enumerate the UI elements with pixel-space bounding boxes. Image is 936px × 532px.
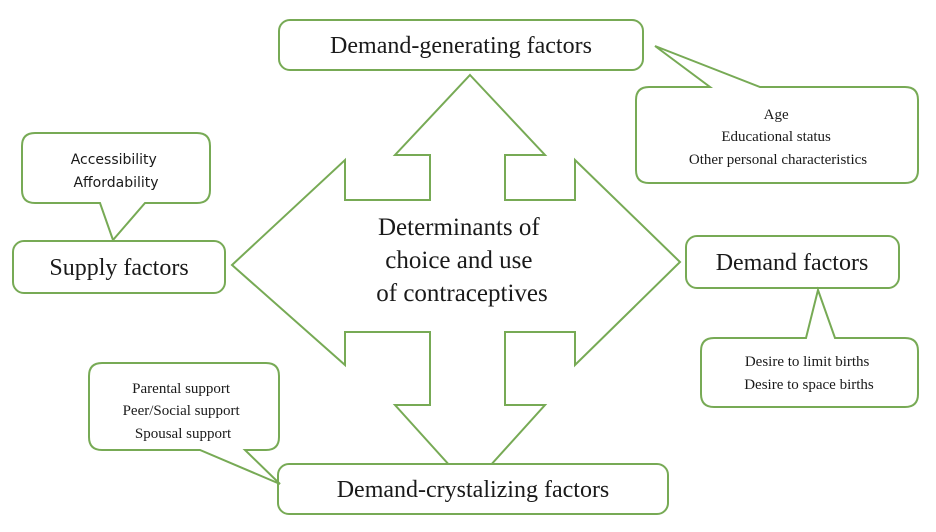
supply-callout-bubble bbox=[21, 132, 211, 242]
demand-callout: Desire to limit births Desire to space b… bbox=[700, 286, 919, 408]
detail-peer-social-support: Peer/Social support bbox=[123, 403, 241, 419]
detail-age: Age bbox=[764, 107, 789, 123]
detail-parental-support: Parental support bbox=[132, 381, 231, 397]
demand-generating-node: Demand-generating factors bbox=[278, 19, 644, 71]
supply-details: Accessibility Affordability bbox=[71, 152, 162, 191]
supply-callout: Accessibility Affordability bbox=[21, 132, 211, 242]
supply-title: Supply factors bbox=[49, 255, 188, 281]
demand-generating-title: Demand-generating factors bbox=[330, 33, 592, 59]
demand-generating-details: Age Educational status Other personal ch… bbox=[689, 107, 867, 168]
center-line-3: of contraceptives bbox=[376, 280, 547, 307]
detail-educational-status: Educational status bbox=[721, 129, 831, 145]
detail-affordability: Affordability bbox=[73, 175, 158, 191]
demand-crystalizing-callout-bubble bbox=[88, 362, 281, 485]
supply-node: Supply factors bbox=[12, 240, 226, 294]
demand-crystalizing-details: Parental support Peer/Social support Spo… bbox=[123, 381, 244, 442]
demand-crystalizing-title: Demand-crystalizing factors bbox=[337, 477, 610, 503]
demand-generating-box bbox=[278, 19, 644, 71]
supply-box bbox=[12, 240, 226, 294]
demand-node: Demand factors bbox=[685, 235, 900, 289]
demand-generating-callout: Age Educational status Other personal ch… bbox=[635, 45, 919, 184]
demand-callout-bubble bbox=[700, 286, 919, 408]
detail-accessibility: Accessibility bbox=[71, 152, 157, 168]
center-label: Determinants of choice and use of contra… bbox=[376, 214, 547, 307]
demand-box bbox=[685, 235, 900, 289]
demand-crystalizing-node: Demand-crystalizing factors bbox=[277, 463, 669, 515]
center-line-2: choice and use bbox=[385, 247, 532, 274]
center-line-1: Determinants of bbox=[378, 214, 540, 241]
detail-other-personal-characteristics: Other personal characteristics bbox=[689, 152, 867, 168]
detail-space-births: Desire to space births bbox=[744, 377, 874, 393]
demand-generating-callout-bubble bbox=[635, 45, 919, 184]
demand-details: Desire to limit births Desire to space b… bbox=[744, 354, 874, 393]
demand-title: Demand factors bbox=[716, 250, 869, 276]
demand-crystalizing-callout: Parental support Peer/Social support Spo… bbox=[88, 362, 281, 485]
detail-spousal-support: Spousal support bbox=[135, 426, 232, 442]
detail-limit-births: Desire to limit births bbox=[745, 354, 870, 370]
demand-crystalizing-box bbox=[277, 463, 669, 515]
